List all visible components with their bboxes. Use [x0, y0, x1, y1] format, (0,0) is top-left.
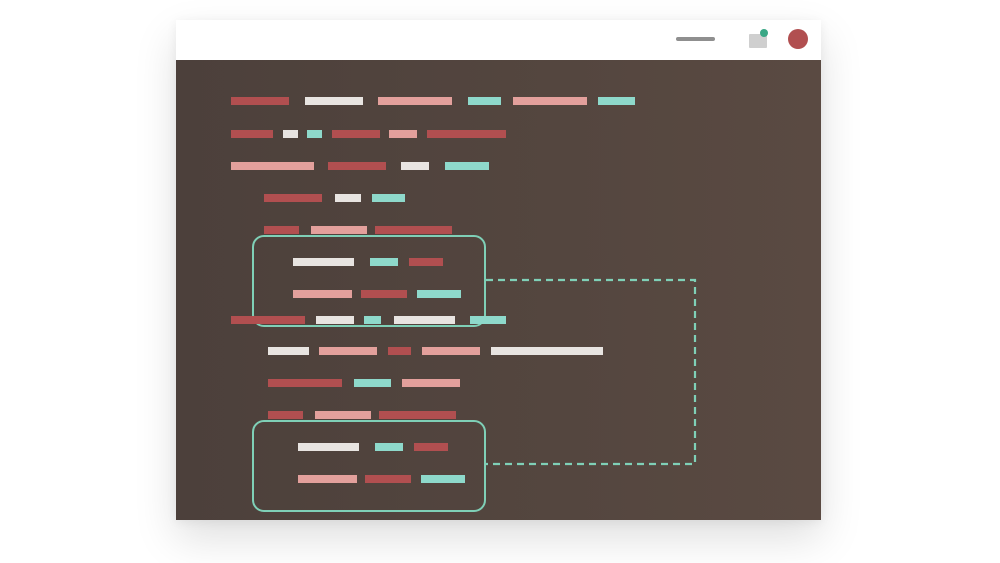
code-token-accent — [445, 162, 489, 170]
code-token-string — [298, 475, 357, 483]
code-token-string — [311, 226, 367, 234]
title-bar — [176, 20, 821, 60]
code-token-keyword — [264, 194, 322, 202]
code-token-keyword — [231, 316, 305, 324]
code-token-string — [422, 347, 480, 355]
highlighted-block-2 — [252, 420, 486, 512]
block-connector — [486, 278, 697, 466]
code-token-plain — [401, 162, 429, 170]
connector-dashed-line — [486, 278, 697, 466]
code-token-accent — [417, 290, 461, 298]
code-token-string — [378, 97, 452, 105]
code-token-keyword — [414, 443, 448, 451]
code-token-accent — [421, 475, 465, 483]
code-token-accent — [470, 316, 506, 324]
code-token-plain — [293, 258, 354, 266]
notification-icon[interactable] — [749, 34, 767, 48]
code-token-string — [513, 97, 587, 105]
code-token-keyword — [328, 162, 386, 170]
code-token-plain — [491, 347, 603, 355]
code-token-plain — [335, 194, 361, 202]
code-token-string — [319, 347, 377, 355]
code-token-keyword — [332, 130, 380, 138]
code-area — [176, 60, 821, 520]
code-token-keyword — [365, 475, 411, 483]
code-token-plain — [394, 316, 455, 324]
code-token-keyword — [264, 226, 299, 234]
code-token-accent — [468, 97, 501, 105]
code-token-string — [402, 379, 460, 387]
code-token-plain — [316, 316, 354, 324]
code-token-string — [293, 290, 352, 298]
code-token-accent — [370, 258, 398, 266]
code-token-keyword — [388, 347, 411, 355]
code-token-keyword — [231, 97, 289, 105]
code-editor-window — [176, 20, 821, 520]
avatar-icon[interactable] — [788, 29, 808, 49]
highlighted-block-1 — [252, 235, 486, 327]
code-token-accent — [598, 97, 635, 105]
code-token-accent — [364, 316, 381, 324]
code-token-string — [315, 411, 371, 419]
code-token-plain — [268, 347, 309, 355]
code-token-string — [389, 130, 417, 138]
code-token-plain — [283, 130, 298, 138]
code-token-accent — [372, 194, 405, 202]
code-token-keyword — [361, 290, 407, 298]
code-token-keyword — [375, 226, 452, 234]
code-token-accent — [354, 379, 391, 387]
code-token-keyword — [268, 379, 342, 387]
code-token-keyword — [268, 411, 303, 419]
menu-icon[interactable] — [676, 37, 715, 41]
code-token-plain — [305, 97, 363, 105]
notification-dot-icon — [760, 29, 768, 37]
code-token-keyword — [231, 130, 273, 138]
code-token-plain — [298, 443, 359, 451]
code-token-keyword — [409, 258, 443, 266]
code-token-accent — [307, 130, 322, 138]
code-token-string — [231, 162, 314, 170]
code-token-keyword — [379, 411, 456, 419]
code-token-keyword — [427, 130, 506, 138]
code-token-accent — [375, 443, 403, 451]
